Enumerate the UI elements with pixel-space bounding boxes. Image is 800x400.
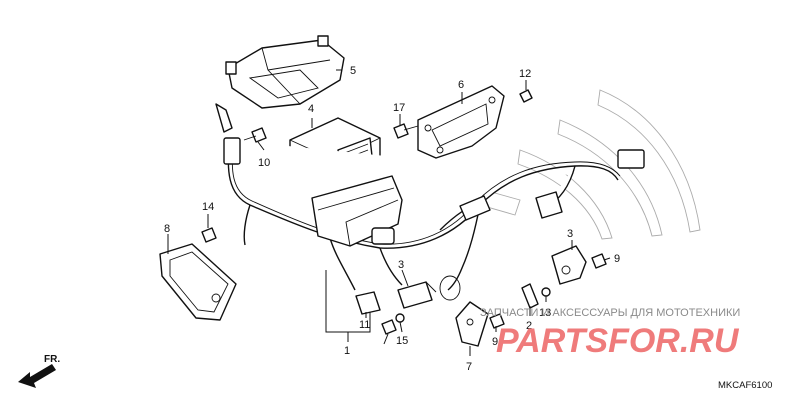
part-1-wire-harness — [215, 103, 645, 315]
part-6-bracket — [417, 85, 505, 159]
part-12-nut — [519, 89, 533, 103]
callout-13[interactable]: 13 — [539, 307, 551, 319]
diagram-code: MKCAF6100 — [718, 380, 772, 391]
callout-8[interactable]: 8 — [164, 223, 170, 235]
part-17-bolt — [381, 319, 397, 335]
callout-labels: 5 4 6 12 17 10 14 8 3 9 3 13 2 9 7 15 11… — [164, 65, 620, 373]
watermark-text: ЗАПЧАСТИ И АКСЕССУАРЫ ДЛЯ МОТОТЕХНИКИ — [480, 307, 740, 319]
callout-1[interactable]: 1 — [344, 345, 350, 357]
front-arrow-icon — [18, 364, 56, 388]
front-direction-marker: FR. — [18, 354, 60, 388]
callout-9-right[interactable]: 9 — [614, 253, 620, 265]
watermark-logo: PARTSFOR.RU — [496, 322, 740, 360]
callout-6[interactable]: 6 — [458, 79, 464, 91]
part-13-washer — [541, 287, 551, 297]
part-8-plate — [159, 243, 237, 321]
callout-9-bottom[interactable]: 9 — [492, 336, 498, 348]
callout-7[interactable]: 7 — [466, 361, 472, 373]
part-2-clip — [521, 283, 539, 309]
part-9-right-bolt — [591, 253, 607, 269]
part-15-bolt — [393, 123, 419, 139]
callout-10[interactable]: 10 — [258, 157, 270, 169]
part-14-washer — [395, 313, 405, 323]
callout-16[interactable]: 14 — [202, 201, 214, 213]
leader-lines — [167, 69, 611, 356]
front-label: FR. — [44, 354, 60, 365]
callout-14[interactable]: 15 — [396, 335, 408, 347]
part-9-bottom-bolt — [489, 313, 505, 329]
part-10-bolt — [243, 127, 267, 143]
callout-3-center[interactable]: 3 — [398, 259, 404, 271]
callout-11[interactable]: 11 — [359, 319, 370, 331]
part-16-bolt — [201, 227, 217, 243]
callout-3-right[interactable]: 3 — [567, 228, 573, 240]
watermark: ЗАПЧАСТИ И АКСЕССУАРЫ ДЛЯ МОТОТЕХНИКИ PA… — [480, 307, 740, 360]
callout-5[interactable]: 5 — [350, 65, 356, 77]
callout-2[interactable]: 2 — [526, 320, 532, 332]
part-7-bracket — [455, 301, 489, 347]
callout-15[interactable]: 17 — [393, 102, 405, 114]
part-5-cover — [225, 35, 345, 109]
callout-12[interactable]: 12 — [519, 68, 531, 80]
callout-4[interactable]: 4 — [308, 103, 314, 115]
part-3-right-connector — [551, 245, 587, 285]
